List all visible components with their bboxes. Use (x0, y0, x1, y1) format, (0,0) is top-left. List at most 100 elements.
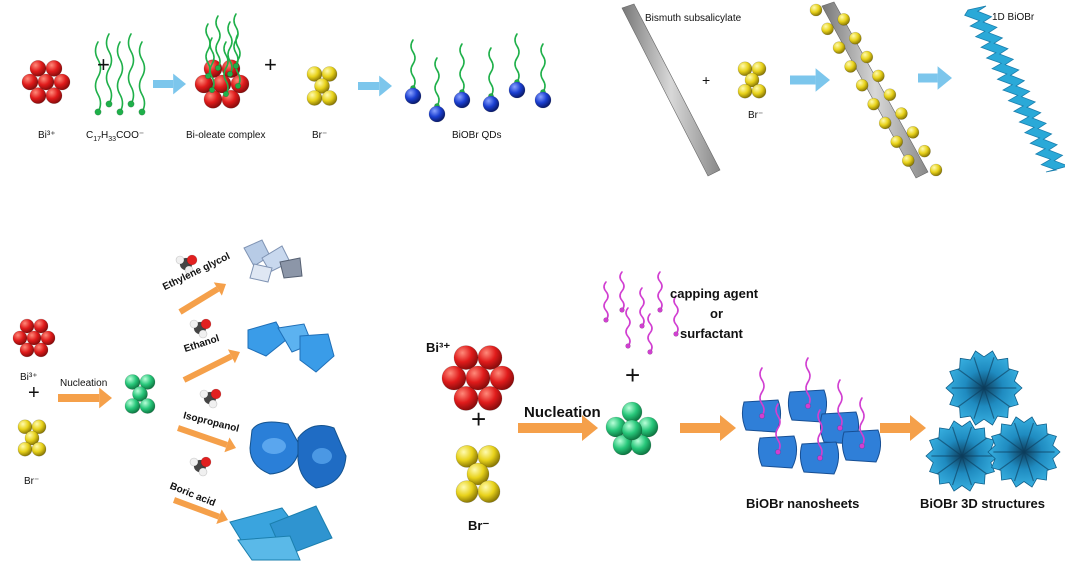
nucleus-cluster-d-atom (621, 401, 643, 423)
biobr-qds-label: BiOBr QDs (452, 130, 502, 141)
complex-chain (223, 41, 229, 95)
plus-sign-d2: + (625, 360, 641, 390)
bi-ion-cluster-c-atom (33, 318, 49, 334)
nanosheet (841, 397, 882, 463)
biobr-qd (508, 81, 526, 99)
capping-head (603, 317, 609, 323)
complex-head (226, 70, 234, 78)
biobr-3d-flower-petal-edge (998, 433, 1025, 453)
arrow-ethanol-shaft (182, 353, 233, 383)
oleate-chain (116, 41, 124, 113)
arrow-b1-head (815, 68, 830, 92)
capping-chain (657, 271, 663, 311)
capping-or-label: or (710, 306, 723, 321)
biobr-3d-flower-petal-edge (1023, 451, 1035, 482)
boric-acid-molecule-hydrogen (189, 457, 199, 467)
arrow-a1-head (173, 73, 186, 95)
biobr-3d-flower-petal-edge (961, 426, 973, 457)
adsorbed-br-ion (821, 22, 834, 36)
nucleus-cluster-d-atom (630, 434, 652, 456)
arrow-b2-head (937, 66, 952, 90)
biobr-3d-flower-petal-edge (936, 455, 963, 475)
plate (247, 321, 287, 357)
carboxylate-head (116, 108, 124, 116)
complex-head (222, 90, 230, 98)
flake (279, 257, 303, 279)
br-ion-cluster-b-atom (737, 83, 753, 99)
carboxylate-head (105, 100, 113, 108)
arrow-ethylene-glycol-head (213, 282, 226, 296)
nucleation-arrow-c (58, 387, 112, 409)
block-facet (262, 438, 286, 454)
adsorbed-br-ion (832, 41, 846, 54)
br-ion-cluster-b-atom (751, 83, 767, 99)
oleate-sub-17: 17 (93, 136, 102, 143)
bi-oleate-core-atom (203, 90, 223, 109)
biobr-3d-flower-petal-edge (973, 387, 985, 419)
br-ion-cluster-c-atom (31, 441, 47, 457)
bi-ion-cluster-c-atom (19, 342, 35, 358)
complex-chain (209, 37, 215, 91)
nucleation-arrow-d-head (582, 415, 598, 441)
panel-b-1d-biobr (621, 1, 1065, 179)
nucleus-cluster-d-atom (621, 419, 643, 441)
oleate-chain (127, 33, 135, 105)
nucleus-cluster-c-atom (132, 386, 148, 402)
nanosheet-ligand-head (837, 425, 843, 431)
capping-chain (603, 281, 609, 321)
1d-biobr-label: 1D BiOBr (992, 12, 1035, 23)
biobr-3d-flower-petal-edge (973, 357, 985, 389)
br-ion-cluster-d-atom (477, 480, 501, 503)
arrow-boric-acid-shaft (172, 497, 221, 520)
bismuth-subsalicylate-label: Bismuth subsalicylate (645, 13, 742, 24)
carboxylate-head (138, 108, 146, 116)
nucleus-cluster-d (605, 401, 659, 456)
arrow-a2 (358, 75, 392, 97)
complex-head (232, 62, 240, 70)
bi-ion-cluster-d (441, 345, 515, 411)
complex-chain (233, 13, 239, 67)
biobr-3d-flower-petal-edge (1013, 422, 1025, 453)
oleate-coo: COO⁻ (116, 130, 145, 141)
surfactant-label: surfactant (680, 326, 743, 341)
panel-c-solvent-morphology (12, 239, 347, 561)
bi-ion-cluster-atom (53, 73, 71, 91)
biobr-3d-flower-petal-edge (1023, 433, 1050, 453)
oleate-h: H (101, 130, 109, 141)
capping-head (657, 307, 663, 313)
bi-ion-cluster-c-atom (12, 330, 28, 346)
arrow-boric-acid-head (216, 509, 228, 524)
bi-oleate-core (194, 59, 250, 109)
nanosheet-ligand-head (759, 413, 765, 419)
arrow-d3 (880, 415, 926, 441)
adsorbed-br-ion (929, 163, 943, 177)
arrow-d2-head (720, 415, 736, 441)
arrow-d3-head (910, 415, 926, 441)
br-ion-cluster-d-atom (455, 480, 479, 503)
bi-oleate-complex-label: Bi-oleate complex (186, 130, 266, 141)
arrow-b2 (918, 66, 952, 90)
arrow-boric-acid (172, 497, 228, 524)
complex-head (234, 82, 242, 90)
capping-agent-chains (603, 271, 679, 355)
capping-agent-label: capping agent (670, 286, 759, 301)
br-ion-cluster-b (737, 61, 767, 99)
biobr-qd (534, 91, 552, 109)
ethylene-glycol-molecule (175, 254, 198, 275)
boric-acid-molecule-hydrogen (198, 467, 208, 477)
adsorbed-br-ion (867, 97, 880, 111)
bismuth-subsalicylate-rod (621, 3, 721, 177)
adsorbed-br-ion (809, 3, 823, 17)
arrow-ethylene-glycol-shaft (178, 286, 220, 315)
bi-ion-cluster-atom (45, 60, 63, 77)
nanosheet-ligand (817, 409, 823, 459)
bi-ion-cluster-d-atom (465, 365, 491, 391)
br-ion-cluster-c-atom (24, 430, 40, 446)
nucleation-arrow-d (518, 415, 598, 441)
bi-ion-cluster-d-atom (477, 386, 503, 411)
nanosheet-ligand (759, 367, 765, 417)
plus-sign-a2: + (264, 52, 277, 77)
biobr-3d-flower-petal-edge (936, 437, 963, 457)
